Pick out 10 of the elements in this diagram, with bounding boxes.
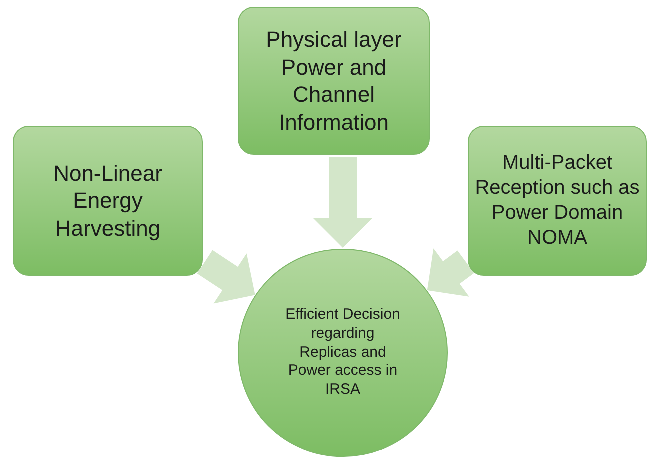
node-label: Efficient Decision regarding Replicas and Power access in IRSA xyxy=(284,306,402,400)
input-box xyxy=(13,126,203,276)
block-arrow xyxy=(313,157,373,248)
input-box xyxy=(238,7,430,155)
node-label: Multi-Packet Reception such as Power Domain NOMA xyxy=(474,151,641,251)
input-box xyxy=(468,126,647,276)
node-label: Physical layer Power and Channel Information xyxy=(265,26,403,136)
block-arrow xyxy=(427,248,474,297)
node-label: Non-Linear Energy Harvesting xyxy=(52,160,164,242)
block-arrow xyxy=(197,250,256,304)
